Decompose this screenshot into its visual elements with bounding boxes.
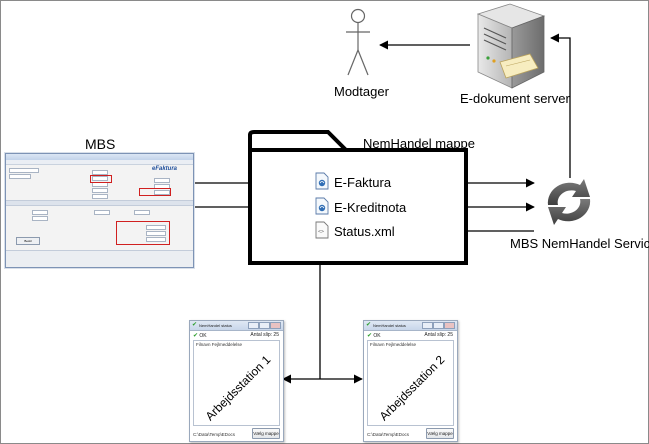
workstation-1-window: ✔ NemHandel status ✔ OK Antal slip: 25 F… <box>189 320 284 442</box>
ws-file-list[interactable]: Filnavn Fejlmeddelelse Arbejdsstation 2 <box>367 340 454 426</box>
ws-path: C:\Data\Temp\EDocs <box>193 432 236 437</box>
ws-title: NemHandel status <box>199 323 232 328</box>
mbs-highlight-box <box>90 175 112 183</box>
ws-title: NemHandel status <box>373 323 406 328</box>
mbs-menubar <box>6 160 193 165</box>
file-status-xml: Status.xml <box>334 224 395 239</box>
maximize-button[interactable] <box>433 322 444 329</box>
check-icon: ✔ <box>193 333 199 339</box>
ws-status: OK <box>199 333 207 339</box>
workstation-2-window: ✔ NemHandel status ✔ OK Antal slip: 25 F… <box>363 320 458 442</box>
choose-folder-button[interactable]: Vælg mappe <box>252 428 280 439</box>
mbs-titlebar <box>6 154 193 160</box>
minimize-button[interactable] <box>422 322 433 329</box>
ws-file-list[interactable]: Filnavn Fejlmeddelelse Arbejdsstation 1 <box>193 340 280 426</box>
nemhandel-folder <box>248 148 468 265</box>
xml-document-icon: <> <box>315 221 329 239</box>
mbs-highlight-box <box>139 188 171 196</box>
recipient-person-icon <box>346 8 370 76</box>
service-label: MBS NemHandel Service <box>510 236 649 251</box>
server-icon <box>476 3 546 89</box>
close-button[interactable] <box>270 322 281 329</box>
ws-titlebar: ✔ NemHandel status <box>190 321 283 331</box>
ws-titlebar: ✔ NemHandel status <box>364 321 457 331</box>
workstation-label: Arbejdsstation 2 <box>376 352 448 424</box>
close-button[interactable] <box>444 322 455 329</box>
xml-document-icon <box>315 172 329 190</box>
file-ekreditnota: E-Kreditnota <box>334 200 407 215</box>
xml-document-icon <box>315 197 329 215</box>
arrow-service-server <box>550 33 571 178</box>
choose-folder-button[interactable]: Vælg mappe <box>426 428 454 439</box>
efaktura-logo: eFaktura <box>152 166 178 172</box>
ws-count: Antal slip: 25 <box>250 332 279 338</box>
recipient-label: Modtager <box>334 84 389 99</box>
mbs-label: MBS <box>85 136 116 152</box>
ws-list-header: Filnavn Fejlmeddelelse <box>370 342 417 347</box>
minimize-button[interactable] <box>248 322 259 329</box>
ws-path: C:\Data\Temp\EDocs <box>367 432 410 437</box>
mbs-highlight-box <box>116 221 170 245</box>
check-icon: ✔ <box>367 333 373 339</box>
file-efaktura: E-Faktura <box>334 175 392 190</box>
workstation-label: Arbejdsstation 1 <box>202 352 274 424</box>
folder-icon <box>248 130 348 152</box>
check-icon: ✔ <box>366 322 372 328</box>
maximize-button[interactable] <box>259 322 270 329</box>
svg-text:<>: <> <box>318 229 324 235</box>
check-icon: ✔ <box>192 322 198 328</box>
sync-service-icon <box>547 179 591 225</box>
ws-count: Antal slip: 25 <box>424 332 453 338</box>
ws-status: OK <box>373 333 381 339</box>
server-label: E-dokument server <box>460 91 570 106</box>
ws-list-header: Filnavn Fejlmeddelelse <box>196 342 243 347</box>
folder-label: NemHandel mappe <box>363 136 476 151</box>
mbs-bestil-button: Bestil <box>16 237 40 245</box>
mbs-application-window: eFaktura Bestil <box>5 153 194 268</box>
